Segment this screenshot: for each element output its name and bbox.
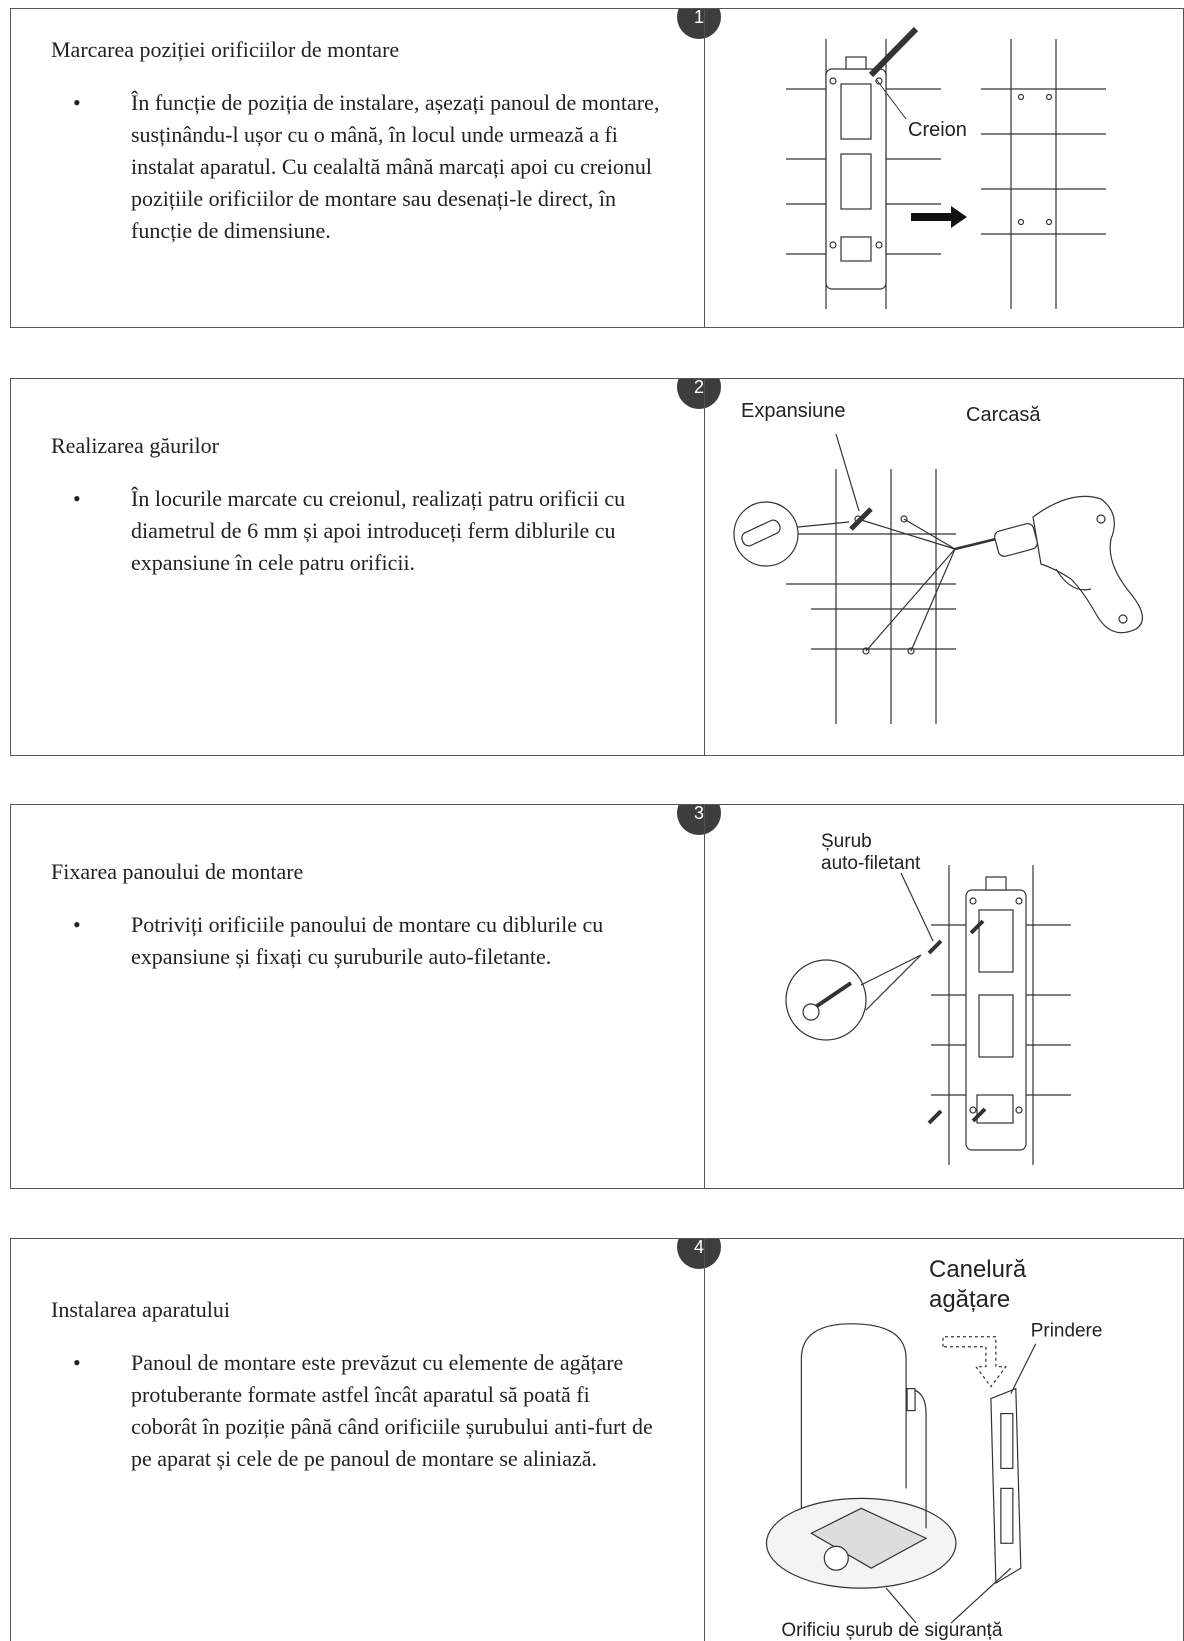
step-instruction: • Potriviți orificiile panoului de monta… xyxy=(51,909,661,973)
device-hanging-illustration: Canelură agățare Prindere Orificiu șurub… xyxy=(765,1256,1103,1641)
safety-screw-hole-label: Orificiu șurub de siguranță xyxy=(781,1620,1003,1641)
instruction-text: Potriviți orificiile panoului de montare… xyxy=(131,912,604,969)
step-title: Realizarea găurilor xyxy=(51,433,219,458)
expansion-label: Expansiune xyxy=(741,400,846,422)
bullet-icon: • xyxy=(73,912,81,937)
column-divider xyxy=(704,805,705,1188)
step-number-badge: 1 xyxy=(677,9,721,39)
bullet-icon: • xyxy=(73,486,81,511)
instruction-text: Panoul de montare este prevăzut cu eleme… xyxy=(131,1350,653,1471)
mounting-panel-marking-illustration: Creion xyxy=(786,26,1106,309)
bullet-icon: • xyxy=(73,90,81,115)
step-2: 2 Realizarea găurilor • În locurile marc… xyxy=(10,378,1184,756)
instruction-text: În funcție de poziția de instalare, așez… xyxy=(131,90,660,243)
groove-label-line-1: Canelură xyxy=(929,1256,1027,1283)
step-number-badge: 3 xyxy=(677,805,721,835)
step-illustration: Șurub auto-filetant xyxy=(711,805,1181,1188)
step-text: Realizarea găurilor • În locurile marcat… xyxy=(11,379,691,755)
pencil-label: Creion xyxy=(908,119,967,141)
step-instruction: • Panoul de montare este prevăzut cu ele… xyxy=(51,1347,661,1475)
step-illustration: Creion xyxy=(711,9,1181,327)
instruction-text: În locurile marcate cu creionul, realiza… xyxy=(131,486,626,575)
panel-fixing-illustration: Șurub auto-filetant xyxy=(785,831,1071,1165)
step-instruction: • În locurile marcate cu creionul, reali… xyxy=(51,483,661,579)
bullet-icon: • xyxy=(73,1350,81,1375)
housing-label: Carcasă xyxy=(966,404,1041,426)
step-title: Marcarea poziției orificiilor de montare xyxy=(51,37,400,62)
column-divider xyxy=(704,9,705,327)
step-title: Fixarea panoului de montare xyxy=(51,859,304,884)
column-divider xyxy=(704,379,705,755)
groove-label-line-2: agățare xyxy=(929,1286,1010,1313)
step-illustration: Canelură agățare Prindere Orificiu șurub… xyxy=(711,1239,1181,1641)
step-text: Fixarea panoului de montare • Potriviți … xyxy=(11,805,691,1188)
step-illustration: Expansiune Carcasă xyxy=(711,379,1181,755)
screw-label-line-2: auto-filetant xyxy=(821,853,921,874)
step-1: 1 Marcarea poziției orificiilor de monta… xyxy=(10,8,1184,328)
screw-label-line-1: Șurub xyxy=(821,831,872,852)
step-text: Instalarea aparatului • Panoul de montar… xyxy=(11,1239,691,1641)
step-3: 3 Fixarea panoului de montare • Potriviț… xyxy=(10,804,1184,1189)
step-text: Marcarea poziției orificiilor de montare… xyxy=(11,9,691,327)
drilling-illustration: Expansiune Carcasă xyxy=(733,400,1143,724)
catch-label: Prindere xyxy=(1031,1321,1103,1342)
step-instruction: • În funcție de poziția de instalare, aș… xyxy=(51,87,661,247)
column-divider xyxy=(704,1239,705,1641)
step-title: Instalarea aparatului xyxy=(51,1297,230,1322)
step-4: 4 Instalarea aparatului • Panoul de mont… xyxy=(10,1238,1184,1641)
